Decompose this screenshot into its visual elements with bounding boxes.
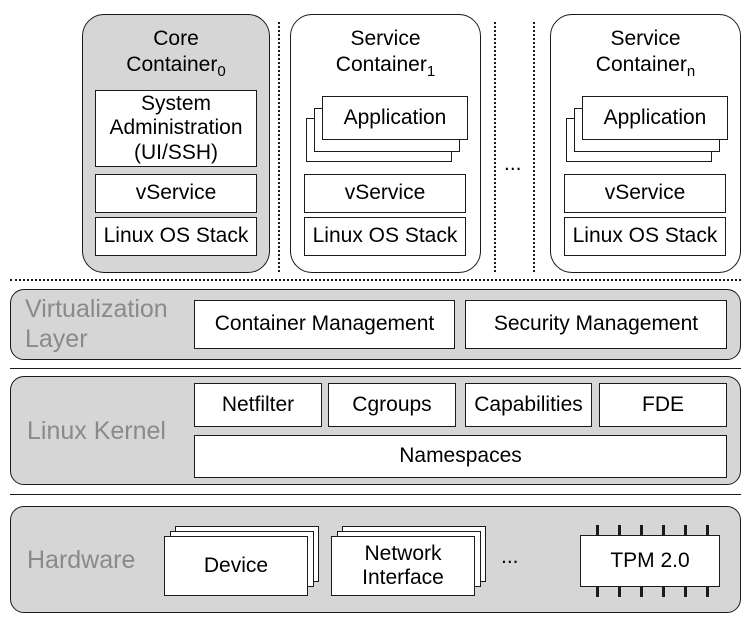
tpm-pin — [618, 587, 621, 597]
cgroups-box: Cgroups — [328, 383, 456, 427]
containers-divider — [10, 279, 741, 281]
tpm-pin — [706, 525, 709, 535]
linux-kernel-label: Linux Kernel — [27, 417, 166, 445]
fde-box: FDE — [599, 383, 727, 427]
service-1-vservice-box: vService — [304, 174, 466, 213]
namespaces-box: Namespaces — [194, 435, 727, 478]
virtualization-divider — [10, 368, 741, 369]
service-n-linux-stack-box: Linux OS Stack — [564, 217, 726, 256]
tpm-pin — [640, 525, 643, 535]
container-separator-2 — [494, 22, 496, 272]
virtualization-layer-label: Virtualization Layer — [25, 295, 168, 353]
kernel-divider — [10, 494, 741, 495]
service-container-n-title: Service Containern — [595, 27, 696, 81]
tpm-pin — [596, 587, 599, 597]
service-n-application-box: Application — [582, 96, 728, 140]
hardware-ellipsis: ... — [501, 545, 519, 568]
system-administration-box: System Administration (UI/SSH) — [95, 90, 257, 167]
service-n-vservice-box: vService — [564, 174, 726, 213]
core-vservice-box: vService — [95, 174, 257, 213]
tpm-pin — [684, 587, 687, 597]
service-1-application-box: Application — [322, 96, 468, 140]
tpm-pin — [662, 525, 665, 535]
netfilter-box: Netfilter — [194, 383, 322, 427]
tpm-chip: TPM 2.0 — [580, 535, 720, 587]
tpm-pin — [684, 525, 687, 535]
tpm-pin — [596, 525, 599, 535]
containers-ellipsis: ... — [504, 152, 522, 175]
core-container-title: Core Container0 — [126, 27, 226, 81]
container-management-box: Container Management — [194, 300, 455, 349]
device-box: Device — [164, 536, 308, 596]
tpm-pin — [662, 587, 665, 597]
service-container-1-title: Service Container1 — [335, 27, 436, 81]
security-management-box: Security Management — [465, 300, 727, 349]
hardware-label: Hardware — [27, 546, 136, 574]
capabilities-box: Capabilities — [465, 383, 592, 427]
tpm-pin — [618, 525, 621, 535]
container-separator-1 — [278, 22, 280, 272]
tpm-pin — [706, 587, 709, 597]
tpm-pin — [640, 587, 643, 597]
container-separator-3 — [533, 22, 535, 272]
core-linux-stack-box: Linux OS Stack — [95, 217, 257, 256]
service-1-linux-stack-box: Linux OS Stack — [304, 217, 466, 256]
